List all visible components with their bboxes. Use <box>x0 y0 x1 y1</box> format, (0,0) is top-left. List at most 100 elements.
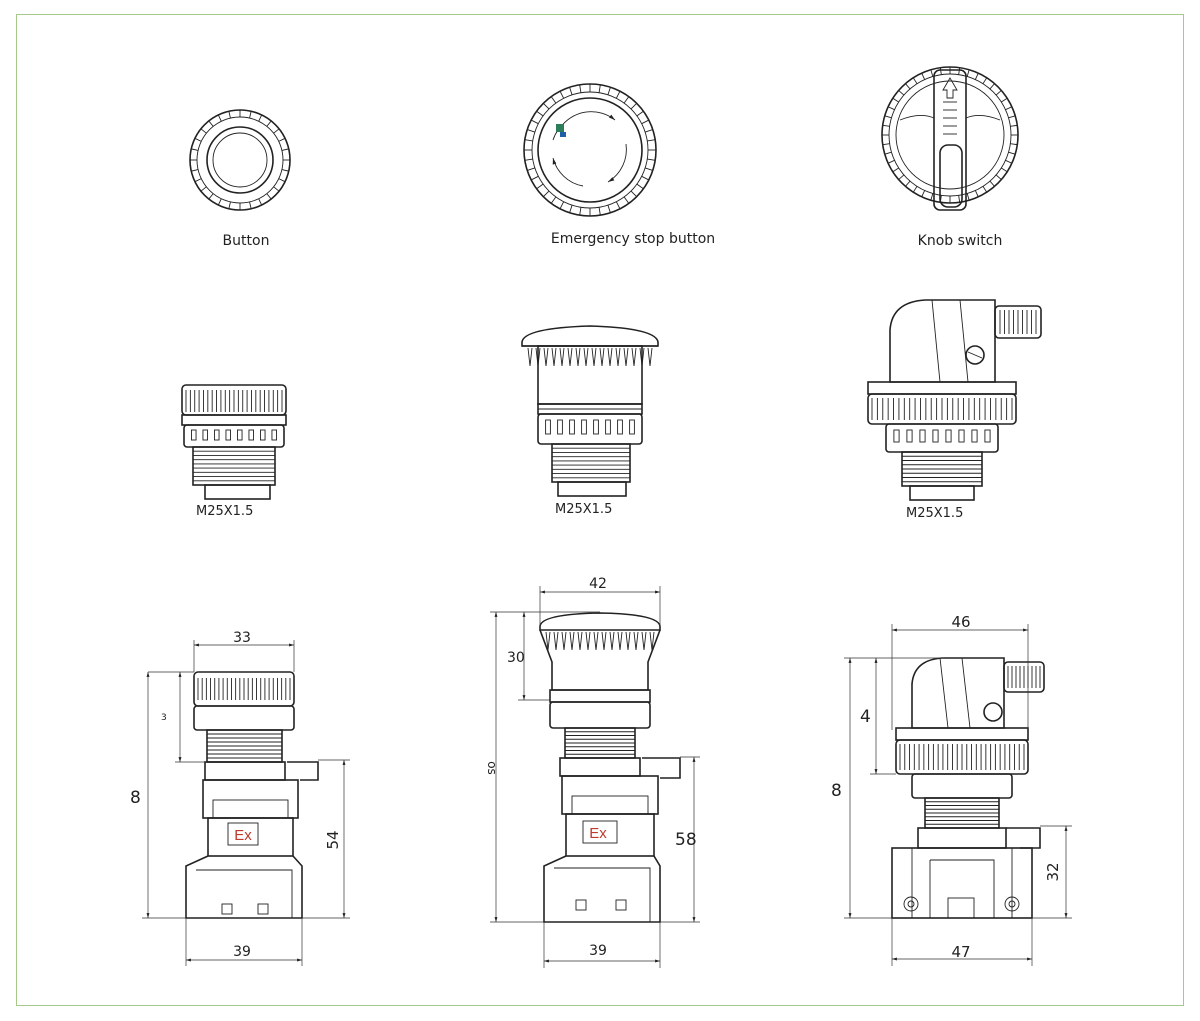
knurl-tooth <box>524 139 533 142</box>
slot-mark <box>225 429 231 441</box>
button-dim-base-height: 54 <box>324 830 342 849</box>
knurl-tooth <box>266 193 272 200</box>
button-dim-left-small: 3 <box>161 713 167 723</box>
knurl-tooth <box>543 190 550 197</box>
knob-dim-base-width: 47 <box>951 943 970 961</box>
knurl-tooth <box>228 201 231 209</box>
knurl-tooth <box>636 183 644 190</box>
knurl-tooth <box>579 207 582 216</box>
knurl-tooth <box>559 201 565 210</box>
knurl-tooth <box>982 77 988 84</box>
knurl-tooth <box>249 111 252 119</box>
knurl-tooth <box>607 87 611 95</box>
slot-mark <box>893 429 900 443</box>
knurl-tooth <box>647 158 656 161</box>
button-assembly <box>185 671 319 919</box>
rib-tooth <box>527 347 533 367</box>
knurl-tooth <box>200 128 207 134</box>
estop-label: Emergency stop button <box>551 231 715 247</box>
knurl-tooth <box>615 90 621 99</box>
rib-tooth <box>601 631 607 651</box>
rib-tooth <box>551 347 557 367</box>
button-side-view <box>181 384 287 500</box>
knurl-tooth <box>258 198 263 206</box>
rib-tooth <box>617 631 623 651</box>
slot-mark <box>629 419 635 435</box>
rib-tooth <box>625 631 631 651</box>
knurl-tooth <box>1005 106 1013 111</box>
slot-mark <box>581 419 587 435</box>
knurl-tooth <box>598 84 601 93</box>
logo-mark-icon <box>556 124 564 132</box>
rib-tooth <box>585 631 591 651</box>
rib-tooth <box>647 347 653 367</box>
button-ex-mark: Ex <box>234 827 252 844</box>
estop-top-view <box>523 83 657 217</box>
knurl-tooth <box>543 103 550 110</box>
knurl-tooth <box>884 115 892 119</box>
knurl-tooth <box>530 175 539 181</box>
knurl-tooth <box>281 148 289 151</box>
knurl-tooth <box>930 193 934 201</box>
knurl-tooth <box>974 72 979 80</box>
rib-tooth <box>599 347 605 367</box>
knurl-tooth <box>191 169 199 172</box>
knurl-tooth <box>217 198 222 206</box>
slot-mark <box>557 419 563 435</box>
knurl-tooth <box>905 180 911 187</box>
rib-tooth <box>633 631 639 651</box>
knurl-tooth <box>630 103 637 110</box>
knurl-tooth <box>569 205 573 213</box>
knurl-tooth <box>194 137 202 142</box>
knurl-tooth <box>615 201 621 210</box>
button-thread-label: M25X1.5 <box>196 504 253 519</box>
knurl-tooth <box>930 69 934 77</box>
knurl-tooth <box>527 167 535 171</box>
knurl-tooth <box>524 158 533 161</box>
arrow-up-icon <box>942 77 958 99</box>
button-dim-top-width: 33 <box>233 630 251 646</box>
knurl-tooth <box>966 69 970 77</box>
knurl-tooth <box>995 90 1002 96</box>
knurl-tooth <box>536 110 544 117</box>
knurl-tooth <box>887 106 895 111</box>
knurl-tooth <box>989 83 995 90</box>
slot-mark <box>202 429 208 441</box>
rib-tooth <box>561 631 567 651</box>
rib-tooth <box>583 347 589 367</box>
knurl-tooth <box>607 205 611 213</box>
knurl-tooth <box>559 90 565 99</box>
slot-mark <box>260 429 266 441</box>
estop-dimensions <box>490 586 700 968</box>
estop-dim-base-height: 58 <box>675 830 697 850</box>
knurl-tooth <box>892 97 899 103</box>
knurl-tooth <box>266 120 272 127</box>
knurl-tooth <box>1008 151 1016 155</box>
slot-mark <box>593 419 599 435</box>
knurl-tooth <box>1005 159 1013 164</box>
slot-mark <box>945 429 952 443</box>
knurl-tooth <box>989 180 995 187</box>
slot-mark <box>271 429 278 441</box>
button-label: Button <box>223 233 270 249</box>
estop-dim-top-width: 42 <box>589 576 607 592</box>
knurl-tooth <box>273 186 280 192</box>
knurl-tooth <box>208 120 214 127</box>
knob-side-view <box>867 299 1042 501</box>
knurl-tooth <box>530 119 539 125</box>
knurl-tooth <box>278 137 286 142</box>
knurl-tooth <box>898 90 905 96</box>
slot-mark <box>919 429 926 443</box>
knurl-tooth <box>1008 115 1016 119</box>
estop-dim-cap-height: 30 <box>507 650 525 666</box>
knurl-tooth <box>958 67 961 75</box>
knurl-tooth <box>228 111 231 119</box>
knurl-tooth <box>912 77 918 84</box>
knob-dimensions <box>844 624 1072 966</box>
slot-mark <box>906 429 913 443</box>
knurl-tooth <box>645 129 653 133</box>
knurl-tooth <box>882 143 890 146</box>
knurl-tooth <box>630 190 637 197</box>
knurl-tooth <box>647 139 656 142</box>
knurl-tooth <box>921 190 926 198</box>
